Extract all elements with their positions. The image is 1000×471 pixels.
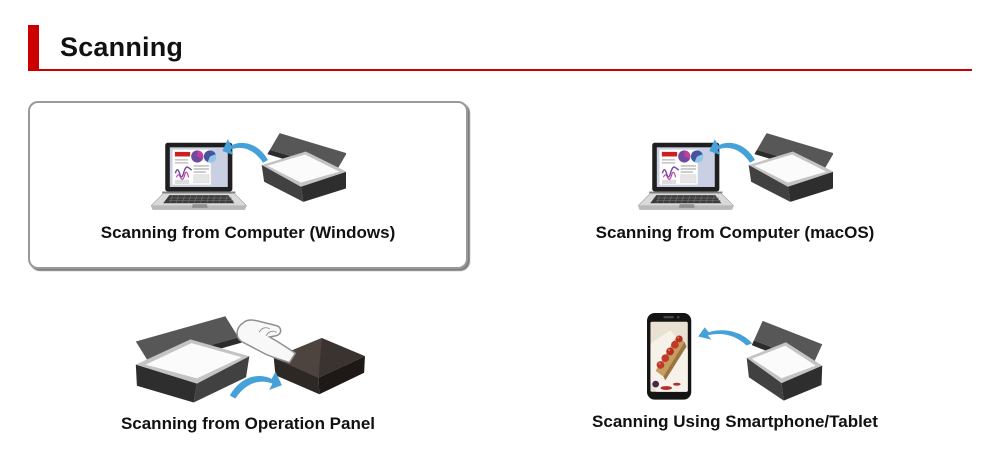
laptop-scanner-illustration [150, 128, 346, 212]
page-title: Scanning [60, 31, 184, 62]
tile-label: Scanning from Operation Panel [120, 414, 376, 433]
tile-label: Scanning Using Smartphone/Tablet [592, 411, 878, 431]
tile-scanning-from-computer-windows[interactable]: Scanning from Computer (Windows) [28, 101, 468, 269]
tile-scanning-using-smartphone-tablet[interactable]: Scanning Using Smartphone/Tablet [500, 297, 970, 447]
tile-scanning-from-computer-macos[interactable]: Scanning from Computer (macOS) [500, 101, 970, 269]
scanner-operation-panel-illustration [132, 310, 365, 403]
tile-label: Scanning from Computer (macOS) [595, 222, 875, 242]
header-accent-bar [28, 25, 39, 69]
laptop-scanner-illustration [637, 128, 833, 212]
smartphone-scanner-illustration [647, 313, 823, 401]
tile-label: Scanning from Computer (Windows) [100, 222, 396, 242]
scanning-options-grid: Scanning from Computer (Windows) Scannin… [28, 101, 972, 447]
tile-scanning-from-operation-panel[interactable]: Scanning from Operation Panel [28, 297, 468, 447]
page-header: Scanning [28, 25, 972, 71]
